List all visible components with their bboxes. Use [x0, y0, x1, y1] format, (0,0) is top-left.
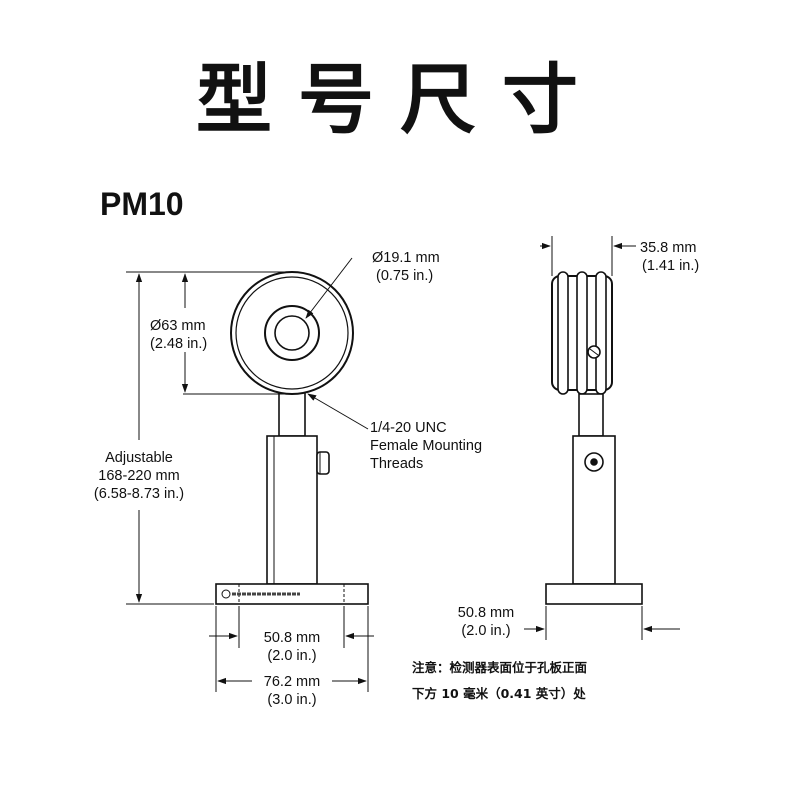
depth-dim-mm: 35.8 mm [640, 240, 696, 256]
side-view [545, 271, 643, 605]
base-hole-dim-mm: 50.8 mm [264, 630, 320, 646]
head-dim-in: (2.48 in.) [150, 336, 207, 352]
front-aperture-inner [274, 315, 310, 351]
front-post-upper [278, 387, 306, 437]
base-width-dim-in: (3.0 in.) [267, 692, 316, 708]
model-name: PM10 [100, 186, 184, 222]
front-view [215, 271, 369, 605]
thread-note-3: Threads [370, 456, 423, 472]
thread-note-1: 1/4-20 UNC [370, 420, 447, 436]
height-dim-2: 168-220 mm [98, 468, 179, 484]
head-dim-mm: Ø63 mm [150, 318, 206, 334]
thread-note-2: Female Mounting [370, 438, 482, 454]
front-head-outer [230, 271, 354, 395]
page-title: 型号尺寸 [196, 55, 604, 144]
base-width-dim-mm: 76.2 mm [264, 674, 320, 690]
height-dim-1: Adjustable [105, 450, 173, 466]
front-dimensions [126, 257, 374, 692]
side-base-dim-mm: 50.8 mm [458, 605, 514, 621]
side-dimensions [524, 236, 680, 640]
base-hole-dim-in: (2.0 in.) [267, 648, 316, 664]
depth-dim-in: (1.41 in.) [642, 258, 699, 274]
note-line-2: 下方 10 毫米（0.41 英寸）处 [412, 686, 586, 701]
side-base [545, 583, 643, 605]
side-post-upper [578, 393, 604, 437]
aperture-dim-in: (0.75 in.) [376, 268, 433, 284]
front-head-ring [235, 276, 349, 390]
aperture-dim-mm: Ø19.1 mm [372, 250, 440, 266]
front-aperture-outer [264, 305, 320, 361]
note-line-1: 注意：检测器表面位于孔板正面 [412, 660, 588, 675]
side-base-dim-in: (2.0 in.) [461, 623, 510, 639]
front-lock-knob [316, 451, 330, 475]
height-dim-3: (6.58-8.73 in.) [94, 486, 184, 502]
front-post-lower [266, 435, 318, 585]
